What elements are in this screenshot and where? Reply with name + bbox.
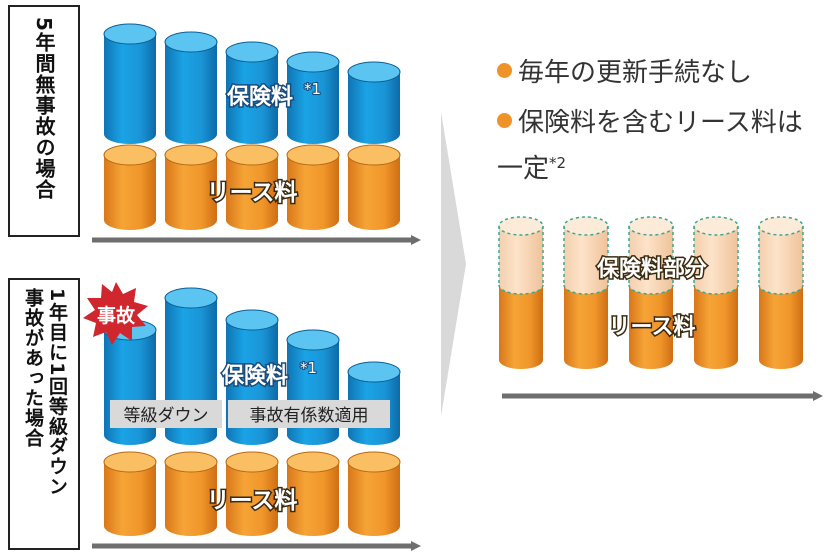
benefit-item-2: 保険料を含むリース料は bbox=[497, 106, 803, 140]
tag-grade-down: 等級ダウン bbox=[124, 406, 209, 426]
top-insurance-cylinder-3 bbox=[225, 41, 279, 144]
top-insurance-label: 保険料 bbox=[226, 85, 293, 110]
scenario-bottom-label-box: 1年目に1回等級ダウン 事故があった場合 bbox=[8, 278, 80, 550]
top-insurance-note: *1 bbox=[304, 80, 321, 98]
accident-burst-icon bbox=[83, 282, 148, 345]
transition-chevron bbox=[441, 112, 466, 416]
benefit-item-2-text-line2: 一定 bbox=[497, 154, 550, 184]
bottom-lease-cylinder-2 bbox=[164, 451, 218, 536]
top-lease-cylinder-1 bbox=[103, 144, 157, 230]
bullet-dot-icon bbox=[497, 113, 512, 128]
result-cylinder-5 bbox=[758, 216, 804, 369]
top-lease-cylinders bbox=[103, 144, 401, 230]
result-cylinder-1 bbox=[498, 216, 544, 369]
result-lease-label: リース料 bbox=[609, 315, 696, 340]
bottom-lease-cylinder-3 bbox=[225, 451, 279, 536]
top-lease-label: リース料 bbox=[207, 180, 298, 206]
top-insurance-cylinder-5 bbox=[347, 61, 401, 144]
result-cylinders bbox=[498, 216, 804, 369]
benefit-item-2-line2: 一定*2 bbox=[497, 146, 566, 186]
benefit-item-1-text: 毎年の更新手続なし bbox=[518, 58, 753, 88]
bottom-lease-cylinder-4 bbox=[286, 451, 340, 536]
result-insurance-part-label: 保険料部分 bbox=[596, 256, 707, 282]
tag-accident-coeff: 事故有係数適用 bbox=[250, 406, 369, 426]
top-lease-cylinder-3 bbox=[225, 144, 279, 230]
scenario-bottom-label-right: 1年目に1回等級ダウン bbox=[46, 288, 68, 497]
accident-badge-label: 事故 bbox=[97, 304, 136, 327]
bottom-insurance-note: *1 bbox=[300, 359, 317, 377]
result-cylinder-3 bbox=[628, 216, 674, 369]
bullet-dot-icon bbox=[497, 63, 512, 78]
scenario-top-label: 5年間無事故の場合 bbox=[32, 17, 56, 200]
benefit-item-2-note: *2 bbox=[549, 154, 567, 172]
benefit-item-1: 毎年の更新手続なし bbox=[497, 56, 752, 90]
top-insurance-cylinder-4 bbox=[286, 51, 340, 144]
result-cylinder-2 bbox=[563, 216, 609, 369]
bottom-insurance-label: 保険料 bbox=[221, 364, 288, 389]
top-lease-cylinder-4 bbox=[286, 144, 340, 230]
scenario-bottom-label-left: 事故があった場合 bbox=[22, 288, 44, 448]
tag-grade-down-bg bbox=[110, 400, 222, 428]
bottom-lease-label: リース料 bbox=[207, 488, 298, 514]
bottom-lease-cylinders bbox=[103, 451, 401, 536]
result-cylinder-4 bbox=[693, 216, 739, 369]
tag-accident-coeff-bg bbox=[228, 400, 390, 428]
top-insurance-cylinder-2 bbox=[164, 31, 218, 144]
accident-badge: 事故 bbox=[83, 282, 148, 345]
bottom-lease-cylinder-5 bbox=[347, 451, 401, 536]
top-insurance-cylinder-1 bbox=[103, 23, 157, 144]
bottom-lease-cylinder-1 bbox=[103, 451, 157, 536]
benefit-item-2-text-line1: 保険料を含むリース料は bbox=[518, 108, 803, 138]
top-lease-cylinder-2 bbox=[164, 144, 218, 230]
scenario-top-label-box: 5年間無事故の場合 bbox=[8, 5, 80, 237]
top-insurance-cylinders bbox=[103, 23, 401, 144]
top-lease-cylinder-5 bbox=[347, 144, 401, 230]
